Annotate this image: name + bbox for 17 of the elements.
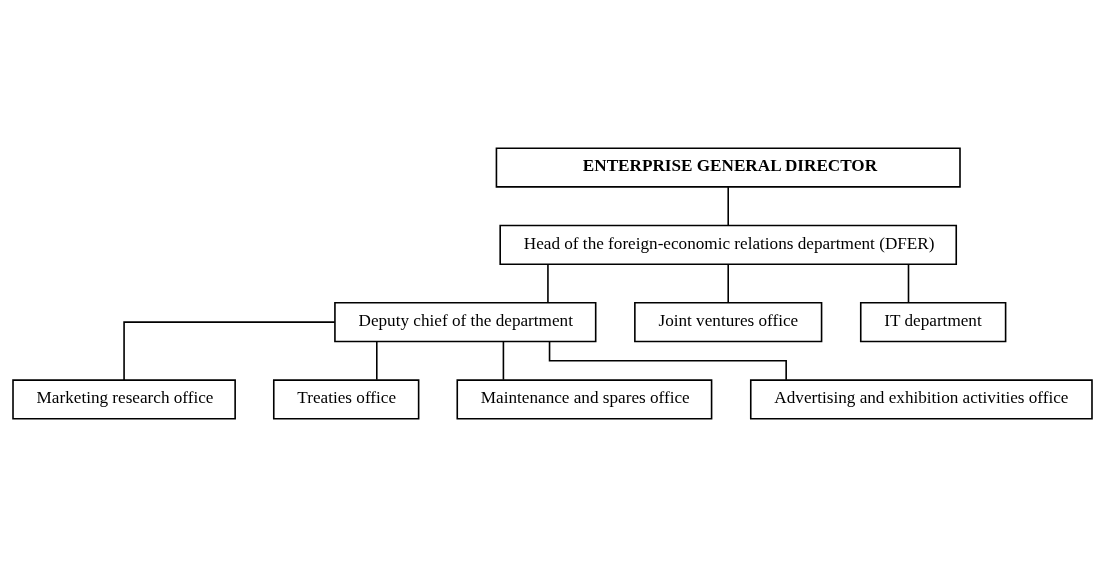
connector — [907, 263, 910, 303]
node-box: Advertising and exhibition activities office — [749, 378, 1093, 419]
node-box: Maintenance and spares office — [456, 378, 713, 419]
connector — [547, 263, 549, 303]
node-box: Head of the foreign-economic relations department (DFER) — [499, 224, 958, 265]
connector — [502, 340, 505, 380]
connector — [727, 263, 730, 303]
node-box: Deputy chief of the department — [334, 301, 597, 342]
connector — [548, 340, 787, 380]
connector — [123, 320, 336, 381]
connector — [727, 185, 730, 226]
node-box: Joint ventures office — [634, 301, 823, 342]
node-box: IT department — [859, 301, 1007, 342]
connector — [375, 340, 378, 380]
node-box: Marketing research office — [12, 378, 236, 419]
node-box: ENTERPRISE GENERAL DIRECTOR — [495, 147, 961, 188]
node-box: Treaties office — [272, 378, 420, 419]
